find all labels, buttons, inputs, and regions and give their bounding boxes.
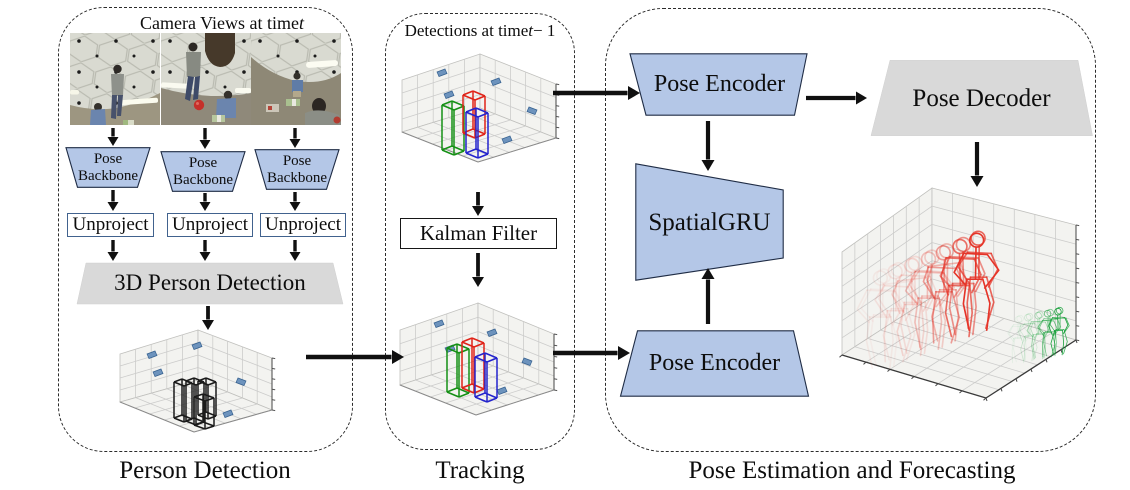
pose-estimation-label-text: Pose Estimation and Forecasting [688, 457, 1016, 484]
camera-image-3 [250, 33, 341, 125]
detections-title: Detections at time t − 1 [404, 20, 556, 40]
pose-encoder-label: Pose Encoder [648, 349, 781, 376]
woman-figure [111, 64, 124, 119]
time-variable-t: t [528, 20, 534, 40]
person-detection-section [58, 7, 353, 452]
camera-image-2 [160, 33, 251, 125]
book-2 [265, 104, 279, 112]
red-ball [193, 99, 204, 111]
time-variable-t: t [299, 12, 305, 33]
tracked-plot [398, 302, 558, 416]
camera-views-title: Camera Views at time t [100, 12, 344, 34]
child-figure [291, 72, 303, 97]
spatial-gru: SpatialGRU [635, 163, 784, 281]
spatial-gru-label: SpatialGRU [648, 208, 771, 236]
light-bar [118, 97, 159, 106]
detection-3d-label: 3D Person Detection [114, 270, 306, 296]
light-bar [305, 60, 338, 68]
camera-views-title-text: Camera Views at time [139, 12, 300, 33]
unproject-1: Unproject [67, 213, 154, 237]
tracking-label: Tracking [385, 456, 575, 486]
person-detection-label: Person Detection [75, 456, 335, 486]
unproject-3: Unproject [260, 213, 346, 237]
kalman-filter-block: Kalman Filter [400, 218, 557, 249]
pose-estimation-section [605, 8, 1096, 452]
unproject-2: Unproject [167, 213, 253, 237]
doorway [204, 33, 235, 67]
child-figure [215, 90, 236, 118]
forecast-plot [839, 187, 1080, 402]
detection-3d-block: 3D Person Detection [75, 262, 345, 305]
child-figure [90, 103, 106, 125]
pose-backbone-3: Pose Backbone [252, 149, 342, 190]
pose-encoder-bottom: Pose Encoder [619, 330, 810, 397]
pose-backbone-2: Pose Backbone [158, 151, 248, 192]
pose-backbone-label: Pose [93, 151, 123, 168]
unproject-label: Unproject [265, 214, 341, 235]
detections-title-text: Detections at time [404, 20, 529, 40]
woman-figure [184, 42, 201, 101]
pose-backbone-1: Pose Backbone [63, 147, 153, 188]
tracking-label-text: Tracking [435, 457, 525, 484]
pose-decoder-label: Pose Decoder [912, 84, 1051, 112]
pose-decoder: Pose Decoder [870, 60, 1093, 136]
detections-plot [400, 53, 560, 163]
woman-figure [304, 98, 341, 125]
person-detection-plot [118, 329, 276, 433]
unproject-label: Unproject [172, 214, 248, 235]
pose-encoder-label: Pose Encoder [653, 70, 786, 97]
pose-estimation-label: Pose Estimation and Forecasting [636, 456, 1068, 486]
kalman-filter-label: Kalman Filter [419, 221, 538, 245]
tracking-section [385, 13, 575, 450]
book [123, 120, 134, 125]
light-bar [160, 82, 188, 89]
unproject-label: Unproject [72, 214, 149, 235]
camera-image-1 [70, 33, 160, 125]
person-detection-label-text: Person Detection [119, 457, 291, 484]
pose-encoder-top: Pose Encoder [629, 53, 810, 116]
pose-backbone-label: Pose [282, 153, 312, 170]
pose-backbone-label: Pose [188, 155, 218, 172]
